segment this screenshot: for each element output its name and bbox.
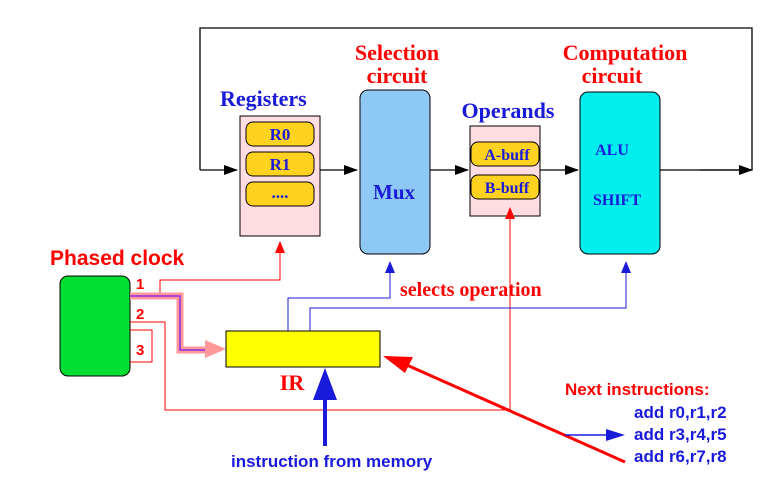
clock-phase1-arrowhead: [205, 340, 226, 358]
operands-box: [469, 125, 541, 217]
instruction-from-memory-label: instruction from memory: [231, 452, 433, 471]
clock-phase-3: 3: [136, 342, 144, 359]
computation-title-line1: Computation: [563, 40, 688, 65]
alu-label: ALU: [595, 142, 629, 159]
b-buff-pill: [470, 174, 540, 200]
register-r0-label: R0: [270, 125, 291, 144]
clock-title: Phased clock: [50, 247, 185, 270]
shift-label: SHIFT: [593, 192, 641, 209]
selection-title-line1: Selection: [355, 40, 439, 65]
clock-phase-2: 2: [136, 306, 144, 323]
a-buff-pill: [470, 141, 540, 167]
register-pill-r0: [245, 121, 315, 147]
ir-box: [225, 330, 381, 368]
next-instruction-arrow: [399, 360, 626, 464]
next-instructions-title: Next instructions:: [565, 380, 710, 399]
clock-phase-1: 1: [136, 276, 144, 293]
feedback-loop: [199, 27, 753, 175]
mux-box: [359, 89, 431, 255]
register-pill-more: [245, 181, 315, 207]
clock-phase-wires: [130, 207, 515, 411]
computation-title-line2: circuit: [582, 63, 643, 88]
next-instruction-2: add r3,r4,r5: [634, 425, 727, 444]
b-buff-label: B-buff: [485, 180, 530, 197]
registers-title: Registers: [220, 86, 307, 111]
operands-title: Operands: [462, 98, 555, 123]
a-buff-label: A-buff: [484, 147, 530, 164]
ir-label: IR: [280, 370, 306, 395]
register-pill-r1: [245, 151, 315, 177]
clock-box: [59, 275, 131, 377]
alu-box: [579, 91, 661, 255]
next-instruction-1: add r0,r1,r2: [634, 403, 727, 422]
next-instruction-3: add r6,r7,r8: [634, 447, 727, 466]
memory-arrow-head: [313, 368, 337, 400]
register-more-label: ....: [272, 183, 289, 202]
register-r1-label: R1: [270, 155, 291, 174]
mux-label: Mux: [373, 180, 416, 204]
selects-operation-label: selects operation: [400, 279, 542, 301]
ir-control-wires: [287, 261, 631, 331]
selection-title-line2: circuit: [367, 63, 428, 88]
